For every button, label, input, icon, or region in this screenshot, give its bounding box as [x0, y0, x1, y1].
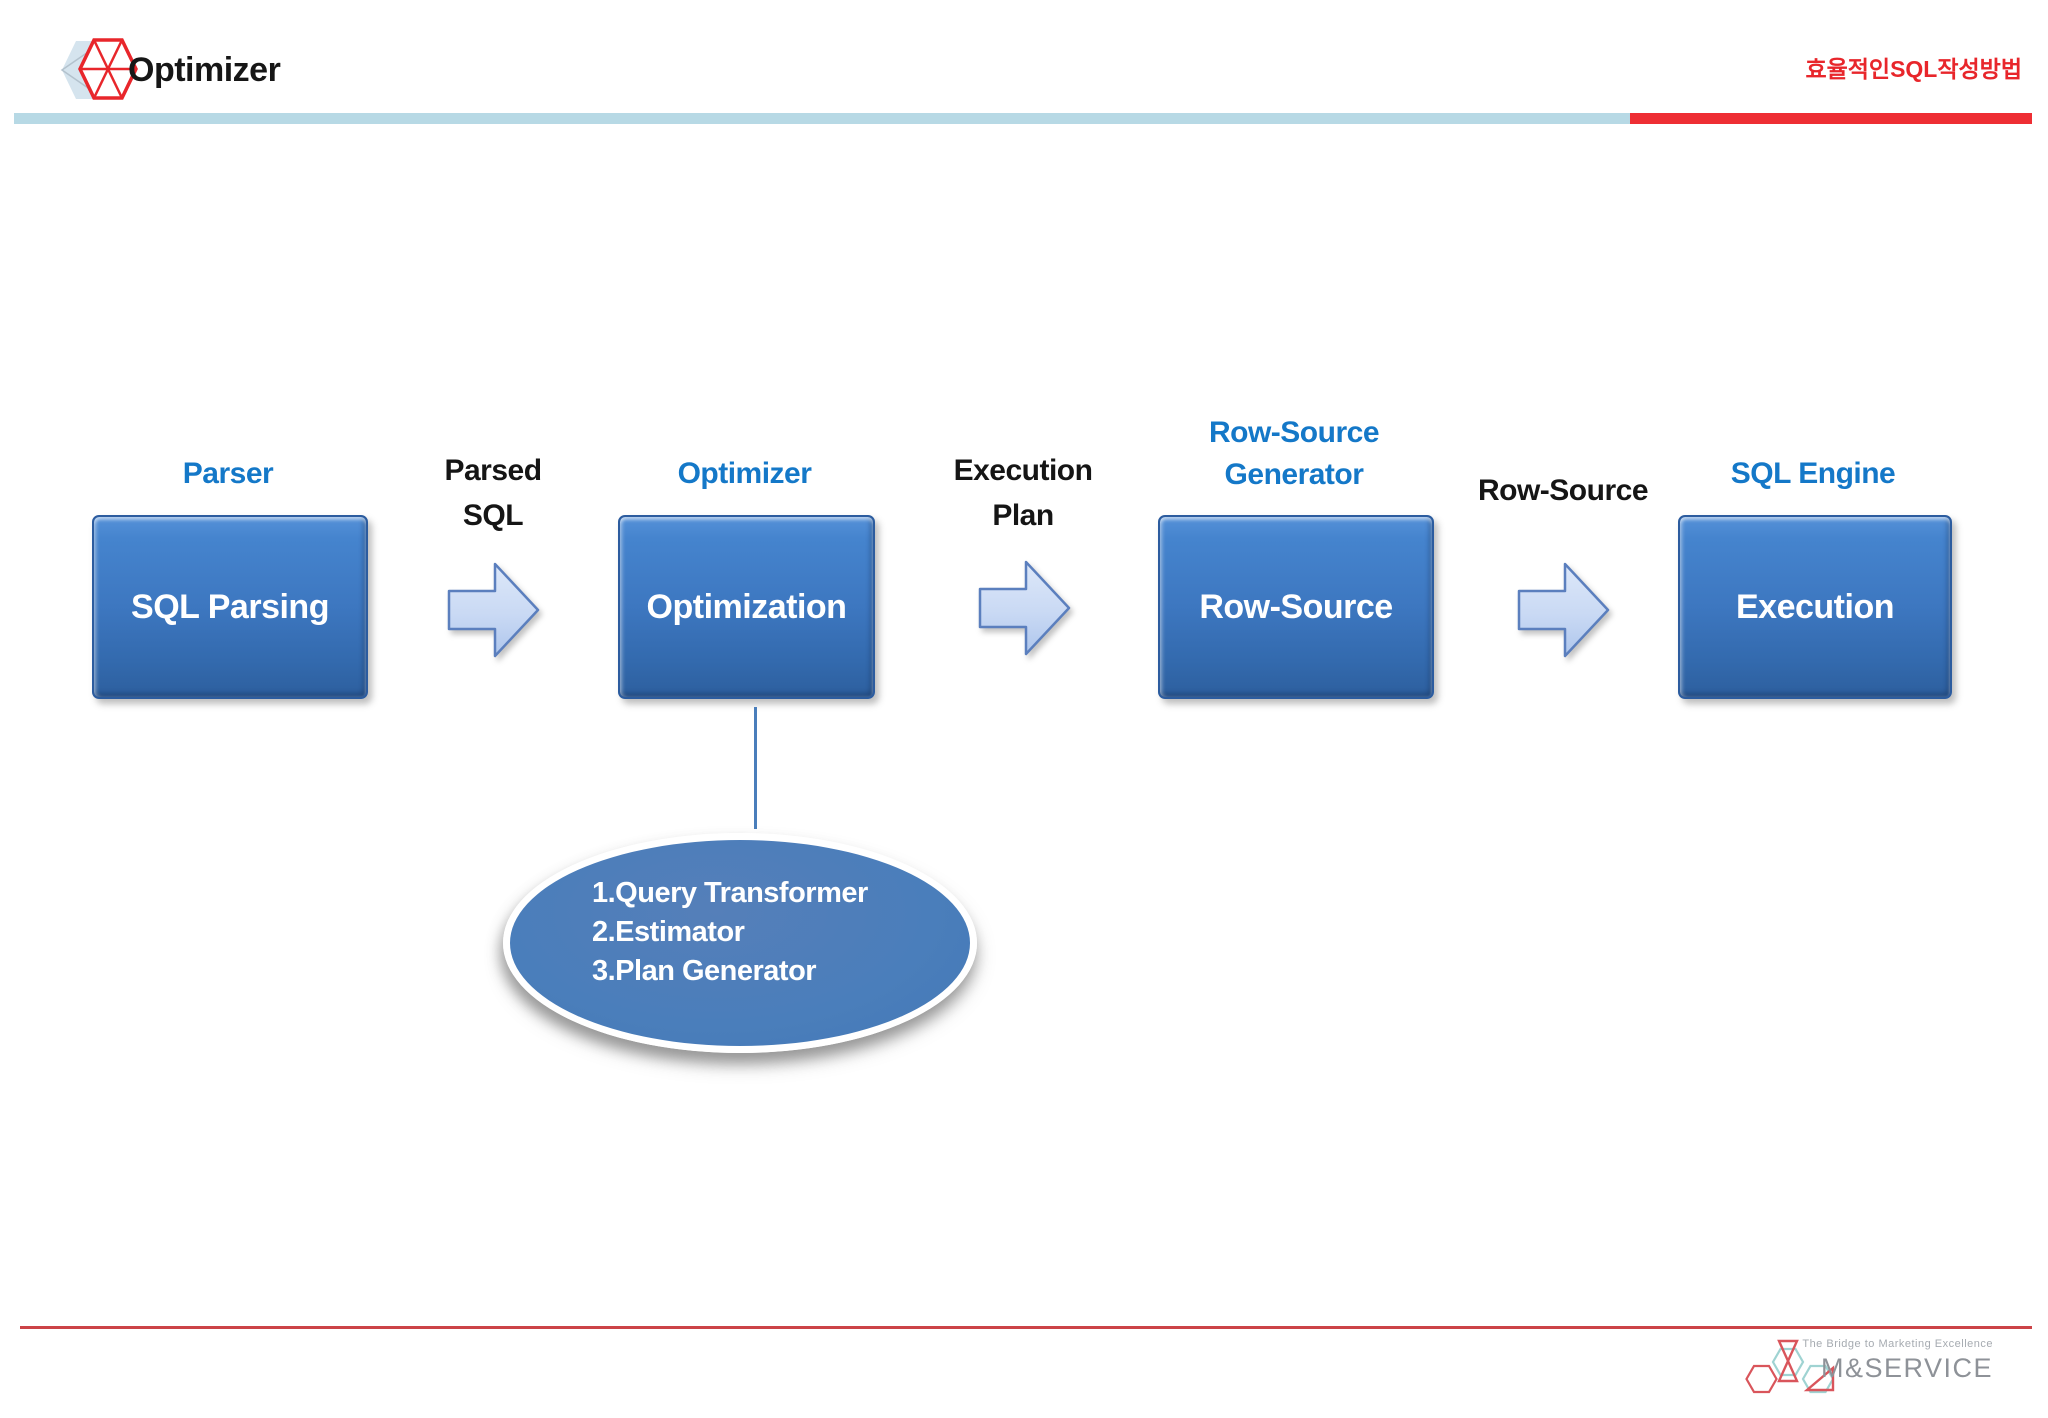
footer-rule [20, 1326, 2032, 1329]
header-corner-note: 효율적인SQL작성방법 [1805, 56, 2022, 82]
stage-box-sql-parsing: SQL Parsing [92, 515, 368, 699]
arrow-label-execution-plan: Execution Plan [953, 454, 1093, 532]
stage-label-optimizer: Optimizer [677, 457, 812, 490]
connector-line [754, 707, 757, 829]
optimizer-detail-ellipse [503, 833, 977, 1053]
arrow-label-parsed-sql: Parsed SQL [444, 454, 542, 532]
header-rule-red [1630, 113, 2032, 124]
flow-arrow-icon [447, 562, 540, 658]
stage-label-parser: Parser [182, 457, 274, 490]
slide-title-hexagon-icon [60, 38, 138, 100]
stage-box-optimization: Optimization [618, 515, 875, 699]
mservice-logo-icon [1745, 1339, 1835, 1394]
stage-label-sql-engine: SQL Engine [1730, 457, 1896, 490]
footer-tagline: The Bridge to Marketing Excellence [1802, 1338, 1993, 1350]
footer-brand: M&SERVICE [1820, 1353, 1993, 1383]
header-rule-blue [14, 113, 1630, 124]
stage-box-row-source: Row-Source [1158, 515, 1434, 699]
list-item: 3.Plan Generator [592, 955, 817, 987]
stage-box-execution: Execution [1678, 515, 1952, 699]
footer-brand-block: The Bridge to Marketing Excellence M&SER… [1802, 1338, 1993, 1384]
arrow-label-row-source: Row-Source [1477, 474, 1649, 507]
optimizer-detail-list: 1.Query Transformer 2.Estimator 3.Plan G… [592, 874, 868, 991]
page-title: Optimizer [128, 50, 281, 89]
flow-arrow-icon [1517, 562, 1610, 658]
flow-arrow-icon [978, 560, 1071, 656]
list-item: 2.Estimator [592, 916, 745, 948]
list-item: 1.Query Transformer [592, 877, 868, 909]
stage-label-row-source-generator: Row-Source Generator [1208, 416, 1380, 491]
